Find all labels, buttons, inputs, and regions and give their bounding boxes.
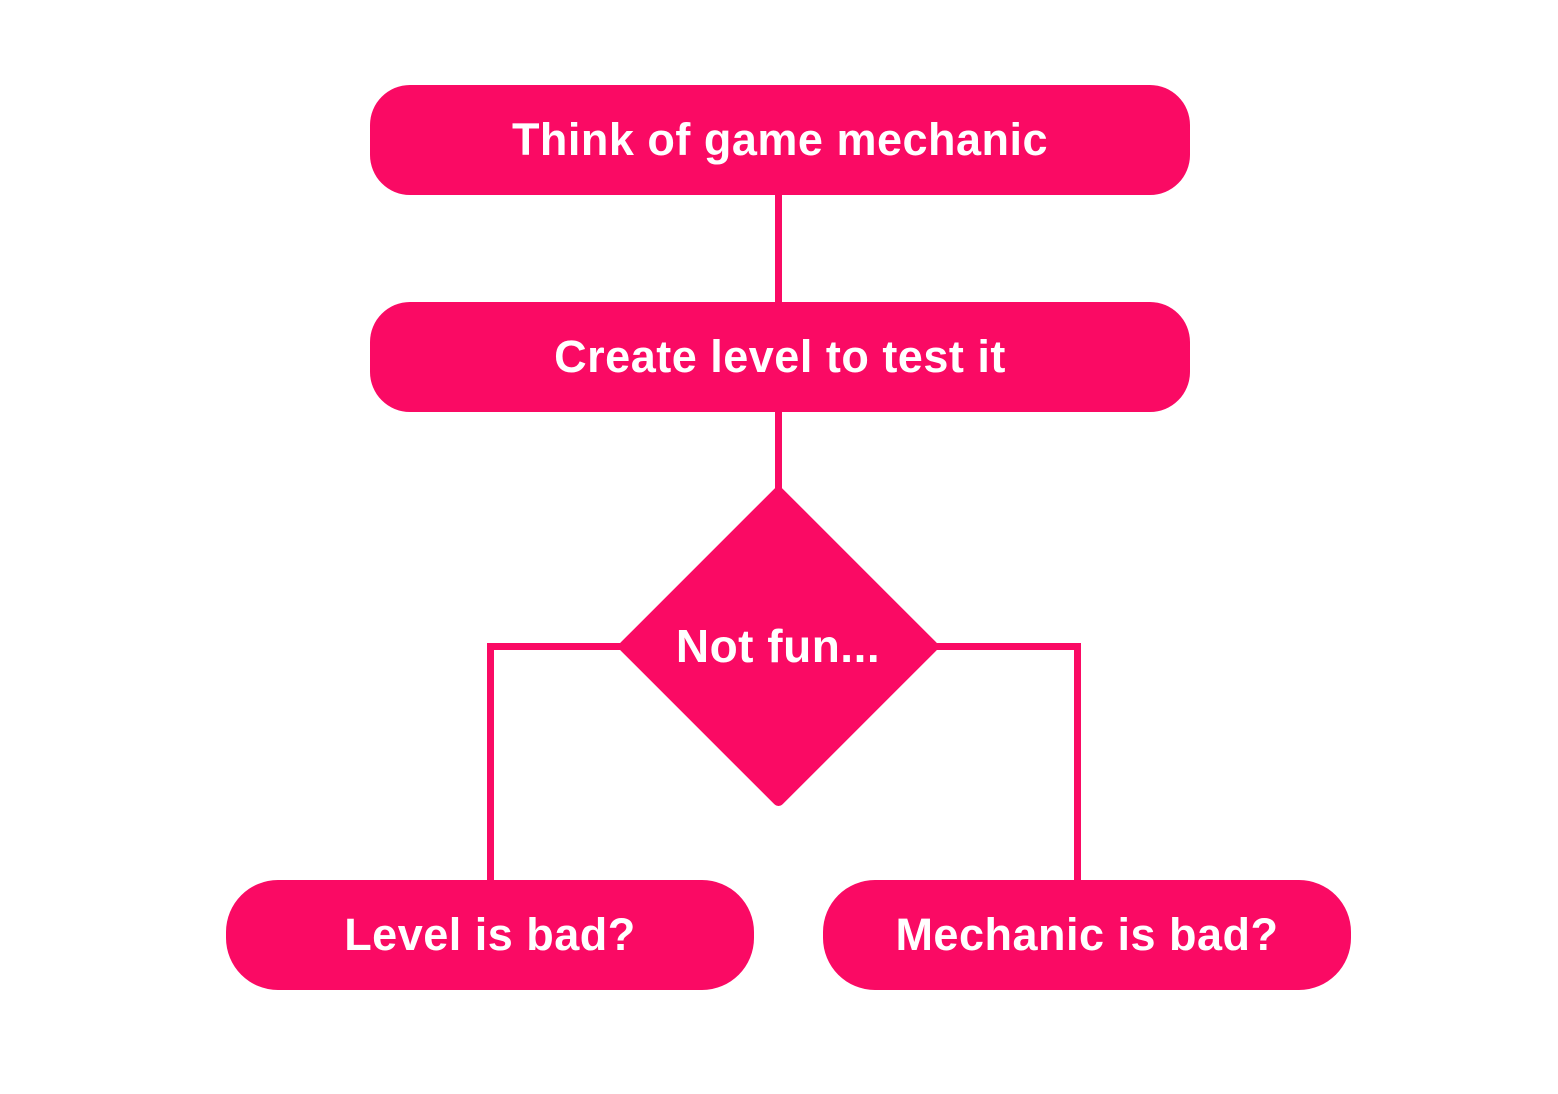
edge-think-to-create — [775, 195, 782, 305]
edge-create-to-notfun — [775, 412, 782, 494]
node-create-level-to-test-it: Create level to test it — [370, 302, 1190, 412]
node-level-is-bad: Level is bad? — [226, 880, 754, 990]
edge-notfun-to-mechanicbad-vertical — [1074, 643, 1081, 882]
node-think-of-game-mechanic: Think of game mechanic — [370, 85, 1190, 195]
node-mechanic-is-bad: Mechanic is bad? — [823, 880, 1351, 990]
edge-notfun-to-levelbad-vertical — [487, 643, 494, 882]
node-label: Create level to test it — [554, 331, 1006, 382]
node-label: Level is bad? — [344, 909, 636, 960]
node-label: Think of game mechanic — [511, 114, 1049, 165]
node-label: Not fun... — [675, 620, 881, 672]
edge-notfun-to-mechanicbad-horizontal — [925, 643, 1081, 650]
edge-notfun-to-levelbad-horizontal — [487, 643, 650, 650]
node-label: Mechanic is bad? — [895, 909, 1279, 960]
